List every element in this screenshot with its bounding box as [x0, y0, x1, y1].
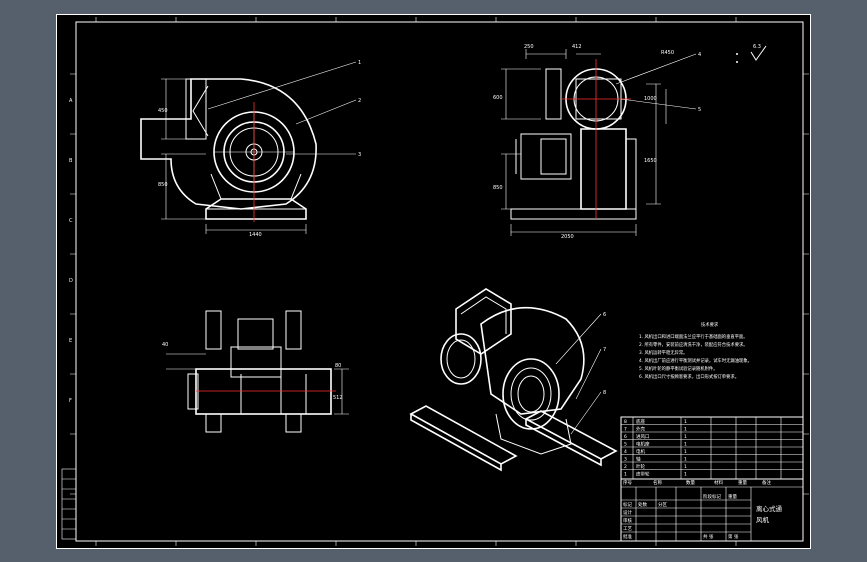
left-stamp-boxes [61, 468, 77, 540]
parts-row-4-cell-1: 5 [624, 442, 627, 448]
sheet-border [56, 14, 811, 549]
side-view: 250 412 R450 600 1000 1650 850 2050 4 5 [493, 44, 701, 240]
tb-label-sheets: 共 张 [703, 533, 714, 540]
drawing-sheet: A B C D E F 6.3 [56, 14, 811, 549]
tb-label-count: 处数 [638, 501, 647, 508]
drawing-name-line2: 风机 [756, 515, 770, 524]
notes-title: 技术要求 [701, 321, 719, 328]
tb-label-stage: 阶段标记 [703, 493, 721, 500]
note-line-5: 5. 风机叶轮的静平衡试验记录随机附件。 [639, 365, 718, 372]
parts-row-8-cell-3: 1 [684, 472, 687, 478]
parts-row-8-cell-2: 皮带轮 [636, 471, 650, 478]
parts-row-7-cell-1: 2 [624, 464, 627, 470]
dim-front-base-height: 850 [158, 182, 168, 188]
parts-row-3-cell-1: 6 [624, 434, 627, 440]
parts-header-qty: 数量 [686, 479, 695, 486]
zone-ticks [70, 17, 809, 546]
parts-row-5-cell-3: 1 [684, 449, 687, 455]
zone-label-e: E [69, 338, 72, 344]
roughness-symbol: 6.3 [736, 44, 767, 63]
note-line-1: 1. 风机出口和进口端面法兰应平行于基础面的垂直平面。 [639, 333, 748, 340]
tb-label-review: 审核 [623, 517, 632, 524]
balloon-4: 4 [698, 52, 701, 58]
drawing-frame [75, 21, 804, 542]
svg-text:6.3: 6.3 [753, 44, 761, 50]
top-view: 40 80 512 [162, 310, 349, 433]
note-line-2: 2. 所有零件，安装前应清洗干净，装配应符合技术要求。 [639, 341, 748, 348]
parts-header-remark: 备注 [762, 479, 771, 486]
parts-row-7-cell-2: 叶轮 [636, 463, 645, 470]
tb-label-approve: 批准 [623, 533, 632, 540]
parts-header-weight: 重量 [738, 479, 747, 486]
drawing-canvas: A B C D E F 6.3 [56, 14, 811, 549]
parts-row-3-cell-2: 进风口 [636, 433, 650, 440]
parts-row-4-cell-3: 1 [684, 442, 687, 448]
parts-header-material: 材料 [714, 479, 723, 486]
tb-label-weight: 重量 [728, 493, 737, 500]
balloon-2: 2 [358, 98, 361, 104]
dim-side-total-height: 1650 [644, 158, 657, 164]
note-line-4: 4. 风机出厂前应进行平衡测试并记录，试车时无漏油现象。 [639, 357, 752, 364]
zone-label-d: D [69, 278, 73, 284]
dim-top-right-offset: 80 [335, 363, 341, 369]
dim-side-outlet-height: 600 [493, 95, 503, 101]
parts-row-1-cell-2: 底座 [636, 418, 645, 425]
zone-label-c: C [69, 218, 73, 224]
parts-row-1-cell-1: 8 [624, 419, 627, 425]
balloon-1: 1 [358, 60, 361, 66]
note-line-6: 6. 风机出口尺寸按顾客要求，出口形式按订单要求。 [639, 373, 739, 380]
dim-side-top-offset: 250 [524, 44, 534, 50]
dim-side-base-height: 850 [493, 185, 503, 191]
parts-row-2-cell-2: 外壳 [636, 426, 645, 433]
parts-row-8-cell-1: 1 [624, 472, 627, 478]
parts-row-7-cell-3: 1 [684, 464, 687, 470]
technical-notes: 技术要求 1. 风机出口和进口端面法兰应平行于基础面的垂直平面。 2. 所有零件… [639, 321, 752, 380]
parts-row-6-cell-1: 3 [624, 457, 627, 463]
balloon-8: 8 [603, 390, 606, 396]
tb-label-mark: 标记 [623, 501, 632, 508]
parts-row-5-cell-2: 电机 [636, 448, 645, 455]
dim-side-radius: R450 [661, 50, 674, 56]
balloon-6: 6 [603, 312, 606, 318]
parts-row-5-cell-1: 4 [624, 449, 627, 455]
title-block: 标记 处数 分区 设计 审核 工艺 批准 阶段标记 重量 共 张 第 张 离心式… [620, 478, 804, 542]
drawing-name-line1: 离心式通 [756, 504, 783, 513]
zone-label-f: F [69, 398, 72, 404]
tb-label-zone: 分区 [658, 501, 667, 508]
tb-label-sheet: 第 张 [728, 533, 739, 540]
dim-front-outlet-height: 450 [158, 108, 168, 114]
dim-side-base-width: 2050 [561, 234, 574, 240]
note-line-3: 3. 风机运转平稳无异常。 [639, 349, 687, 356]
balloon-3: 3 [358, 152, 361, 158]
parts-row-6-cell-3: 1 [684, 457, 687, 463]
front-view: 450 850 1440 1 2 3 [140, 60, 361, 238]
tb-label-design: 设计 [623, 509, 632, 516]
parts-row-2-cell-3: 1 [684, 427, 687, 433]
zone-label-a: A [69, 98, 73, 104]
zone-labels: A B C D E F [69, 98, 73, 404]
parts-row-2-cell-1: 7 [624, 427, 627, 433]
zone-label-b: B [69, 158, 73, 164]
tb-label-process: 工艺 [623, 526, 632, 532]
parts-header-no: 序号 [623, 479, 632, 486]
dim-top-left-offset: 40 [162, 342, 168, 348]
balloon-5: 5 [698, 107, 701, 113]
parts-row-1-cell-3: 1 [684, 419, 687, 425]
parts-row-4-cell-2: 电机座 [636, 441, 650, 448]
isometric-view: 6 7 8 [409, 288, 618, 472]
dim-front-base-width: 1440 [249, 232, 262, 238]
parts-row-6-cell-2: 轴 [636, 456, 641, 463]
parts-row-3-cell-3: 1 [684, 434, 687, 440]
dim-top-width: 512 [333, 395, 343, 401]
dim-side-flange: 1000 [644, 96, 657, 102]
balloon-7: 7 [603, 347, 606, 353]
parts-header-name: 名称 [653, 479, 662, 486]
dim-side-top-width: 412 [572, 44, 582, 50]
